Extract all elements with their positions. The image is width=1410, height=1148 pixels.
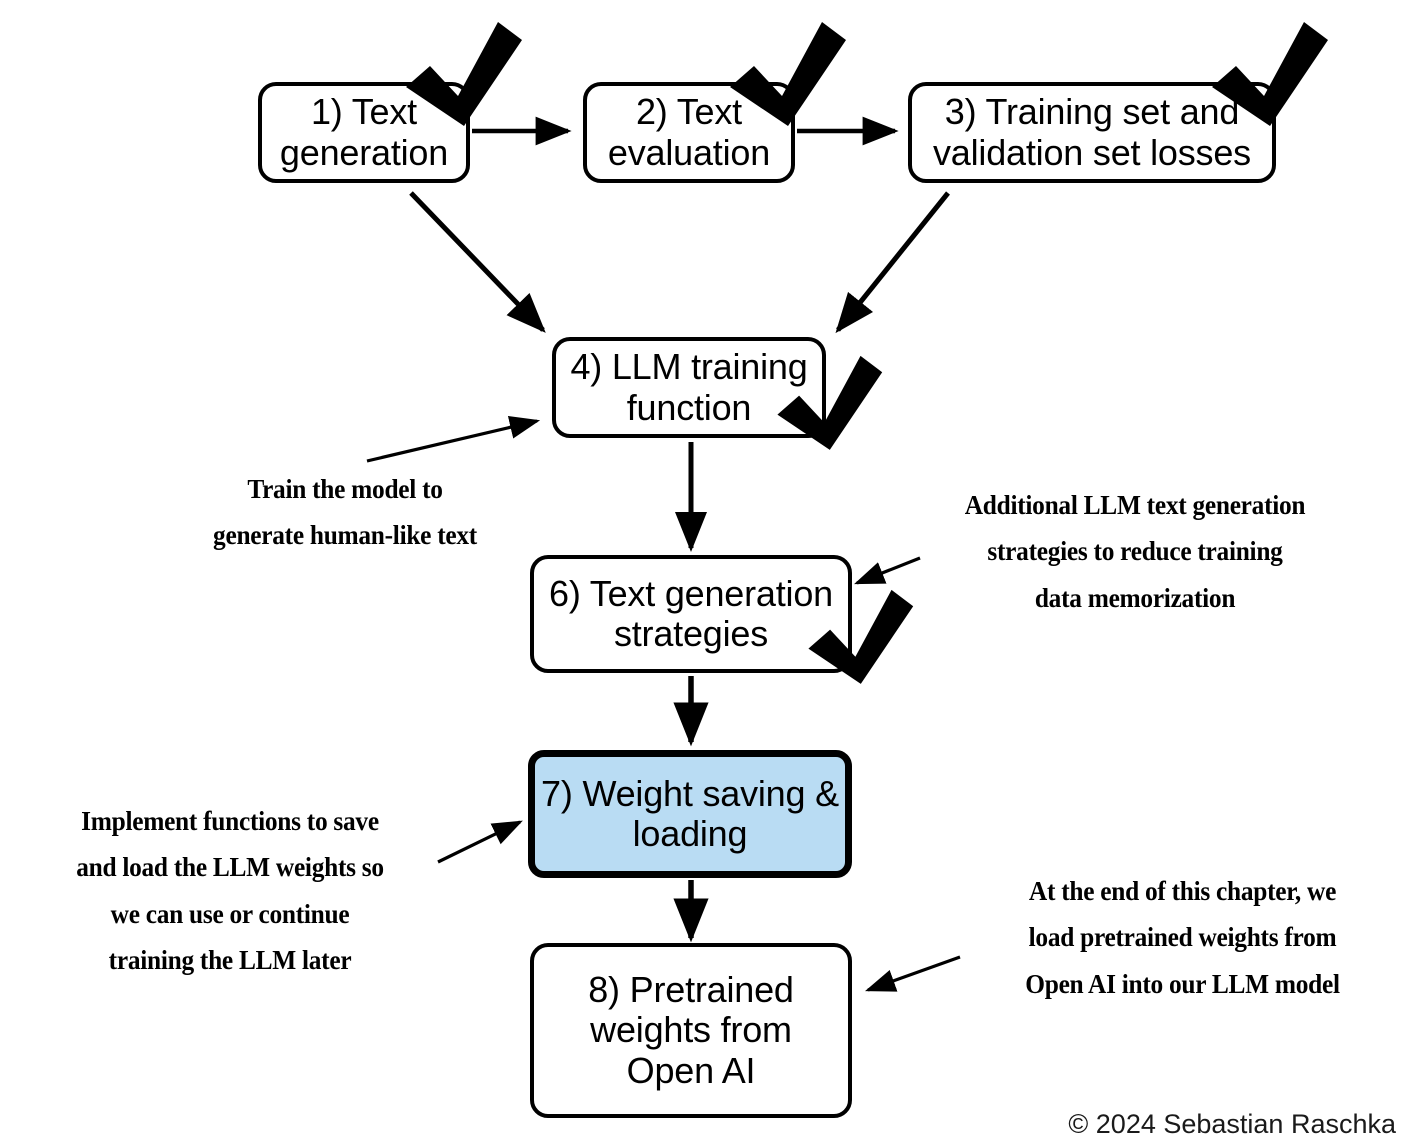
annotation-train-model: Train the model to generate human-like t…: [213, 474, 477, 551]
node-llm-training-function[interactable]: 4) LLM training function: [552, 337, 826, 438]
node-pretrained-weights-openai[interactable]: 8) Pretrained weights from Open AI: [530, 943, 852, 1118]
node-label: 6) Text generation strategies: [549, 572, 833, 654]
annotation-additional-strategies: Additional LLM text generation strategie…: [964, 490, 1306, 613]
node-text-generation[interactable]: 1) Text generation: [258, 82, 470, 183]
node-text-generation-strategies[interactable]: 6) Text generation strategies: [530, 555, 852, 673]
node-label: 8) Pretrained weights from Open AI: [588, 969, 794, 1091]
annotation-arrow-a3: [437, 820, 523, 864]
edge-n3-n4: [835, 191, 950, 334]
node-label: 4) LLM training function: [570, 346, 808, 428]
copyright-text: © 2024 Sebastian Raschka: [1068, 1109, 1396, 1139]
node-weight-saving-loading[interactable]: 7) Weight saving & loading: [528, 750, 852, 878]
annotation-arrow-a2: [854, 556, 921, 585]
node-label: 2) Text evaluation: [607, 91, 771, 173]
annotation-arrow-a4: [864, 955, 961, 992]
annotation-implement-functions: Implement functions to save and load the…: [76, 806, 384, 976]
node-label: 7) Weight saving & loading: [541, 772, 839, 854]
edge-n1-n4: [409, 191, 546, 333]
node-text-evaluation[interactable]: 2) Text evaluation: [583, 82, 795, 183]
annotation-load-pretrained: At the end of this chapter, we load pret…: [1025, 876, 1340, 999]
annotation-arrow-a1: [366, 416, 541, 463]
node-label: 3) Training set and validation set losse…: [933, 91, 1251, 173]
node-training-validation-losses[interactable]: 3) Training set and validation set losse…: [908, 82, 1276, 183]
node-label: 1) Text generation: [279, 91, 449, 173]
